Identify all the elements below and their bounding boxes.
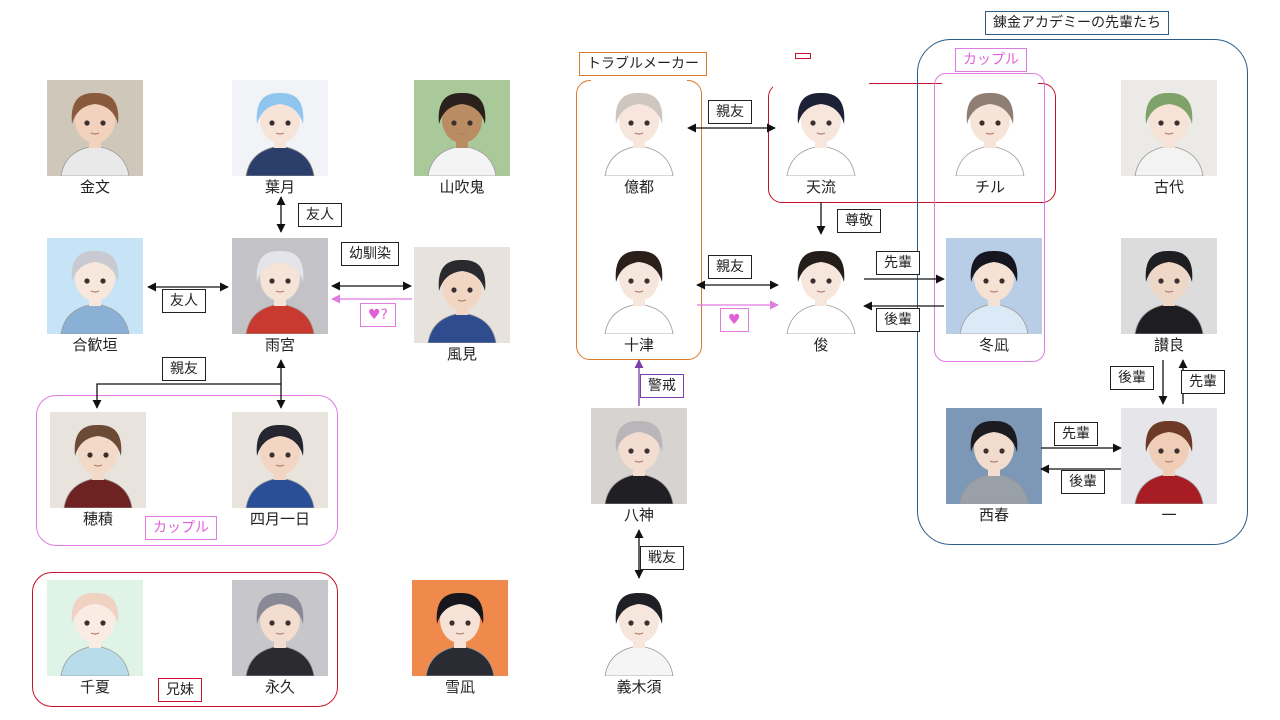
avatar-sanbuki <box>414 80 510 176</box>
relation-label-hajime-sanuki: 先輩 <box>1181 370 1225 394</box>
arrow-branch-hozumi <box>92 383 281 409</box>
relation-label-amamiya-nemugaki: 友人 <box>162 289 206 313</box>
character-name: 八神 <box>623 506 654 524</box>
character-name: 一 <box>1161 506 1177 524</box>
character-yagami[interactable]: 八神 <box>589 408 689 524</box>
group-siblings-tenryu-chiru <box>768 83 1056 203</box>
avatar-nemugaki <box>47 238 143 334</box>
avatar-yagami <box>591 408 687 504</box>
character-sanbuki[interactable]: 山吹鬼 <box>412 80 512 196</box>
group-label-couple-1: カップル <box>145 516 217 540</box>
character-tenryu[interactable]: 天流 <box>771 80 871 196</box>
character-name: 西春 <box>978 506 1009 524</box>
character-name: 穂積 <box>82 510 113 528</box>
character-amamiya[interactable]: 雨宮 <box>230 238 330 354</box>
character-hazuki[interactable]: 葉月 <box>230 80 330 196</box>
group-label-siblings-1: 兄妹 <box>158 678 202 702</box>
character-name: 冬凪 <box>978 336 1009 354</box>
character-nishiharu[interactable]: 西春 <box>944 408 1044 524</box>
character-name: 天流 <box>805 178 836 196</box>
group-label-trouble-maker: トラブルメーカー <box>579 52 707 76</box>
character-name: 合歓垣 <box>72 336 118 354</box>
avatar-towa <box>232 580 328 676</box>
relation-label-yagami-toshizu: 警戒 <box>640 374 684 398</box>
avatar-okuto <box>591 80 687 176</box>
character-name: 古代 <box>1153 178 1184 196</box>
avatar-hozumi <box>50 412 146 508</box>
character-kodai[interactable]: 古代 <box>1119 80 1219 196</box>
character-name: 山吹鬼 <box>439 178 485 196</box>
character-name: 永久 <box>264 678 295 696</box>
group-label-siblings-2 <box>795 53 811 59</box>
group-couple-chiru-fuyunagi <box>934 73 1045 362</box>
character-name: 葉月 <box>264 178 295 196</box>
character-hajime[interactable]: 一 <box>1119 408 1219 524</box>
relation-label-hazuki-amamiya: 友人 <box>298 203 342 227</box>
relation-label-fuyunagi-shun: 後輩 <box>876 308 920 332</box>
character-hozumi[interactable]: 穂積 <box>48 412 148 528</box>
relation-label-tenryu-shun: 尊敬 <box>837 209 881 233</box>
avatar-kazami <box>414 247 510 343</box>
character-name: 俊 <box>813 336 829 354</box>
character-gikisu[interactable]: 義木須 <box>589 580 689 696</box>
character-name: 千夏 <box>79 678 110 696</box>
character-kinbun[interactable]: 金文 <box>45 80 145 196</box>
relation-label-okuto-tenryu: 親友 <box>708 100 752 124</box>
character-name: 風見 <box>446 345 477 363</box>
character-sanuki[interactable]: 讃良 <box>1119 238 1219 354</box>
character-towa[interactable]: 永久 <box>230 580 330 696</box>
avatar-kodai <box>1121 80 1217 176</box>
character-kazami[interactable]: 風見 <box>412 247 512 363</box>
group-couple-hozumi-watanuki <box>36 395 338 546</box>
avatar-shun <box>773 238 869 334</box>
avatar-sanuki <box>1121 238 1217 334</box>
relation-label-nishiharu-hajime: 先輩 <box>1054 422 1098 446</box>
relation-label-yagami-gikisu: 戦友 <box>640 546 684 570</box>
avatar-toshizu <box>591 238 687 334</box>
character-name: 雪凪 <box>444 678 475 696</box>
avatar-tenryu <box>773 80 869 176</box>
group-label-alchemy-academy: 錬金アカデミーの先輩たち <box>985 11 1169 35</box>
relation-label-shun-fuyunagi: 先輩 <box>876 251 920 275</box>
avatar-amamiya <box>232 238 328 334</box>
avatar-chiru <box>942 80 1038 176</box>
character-yukina[interactable]: 雪凪 <box>410 580 510 696</box>
avatar-gikisu <box>591 580 687 676</box>
group-siblings-chinatsu-towa <box>32 572 338 707</box>
avatar-kinbun <box>47 80 143 176</box>
avatar-yukina <box>412 580 508 676</box>
character-name: 億都 <box>623 178 654 196</box>
character-name: チル <box>974 178 1005 196</box>
avatar-hajime <box>1121 408 1217 504</box>
avatar-watanuki <box>232 412 328 508</box>
group-label-couple-2: カップル <box>955 48 1027 72</box>
character-shun[interactable]: 俊 <box>771 238 871 354</box>
relation-label-toshizu-shun-love: ♥ <box>720 308 749 332</box>
character-name: 讃良 <box>1153 336 1184 354</box>
avatar-hazuki <box>232 80 328 176</box>
character-watanuki[interactable]: 四月一日 <box>230 412 330 528</box>
character-nemugaki[interactable]: 合歓垣 <box>45 238 145 354</box>
character-name: 金文 <box>79 178 110 196</box>
relation-label-kazami-amamiya: ♥? <box>360 303 396 327</box>
character-name: 十津 <box>623 336 654 354</box>
character-toshizu[interactable]: 十津 <box>589 238 689 354</box>
character-name: 雨宮 <box>264 336 295 354</box>
avatar-fuyunagi <box>946 238 1042 334</box>
avatar-nishiharu <box>946 408 1042 504</box>
relation-label-hajime-nishiharu: 後輩 <box>1061 470 1105 494</box>
group-alchemy-academy <box>917 39 1248 545</box>
relation-label-amamiya-children: 親友 <box>162 357 206 381</box>
relation-label-sanuki-hajime: 後輩 <box>1110 366 1154 390</box>
character-okuto[interactable]: 億都 <box>589 80 689 196</box>
relation-label-toshizu-shun: 親友 <box>708 255 752 279</box>
character-chiru[interactable]: チル <box>940 80 1040 196</box>
character-name: 四月一日 <box>249 510 310 528</box>
character-fuyunagi[interactable]: 冬凪 <box>944 238 1044 354</box>
character-name: 義木須 <box>616 678 662 696</box>
relation-label-amamiya-kazami: 幼馴染 <box>341 242 399 266</box>
character-chinatsu[interactable]: 千夏 <box>45 580 145 696</box>
avatar-chinatsu <box>47 580 143 676</box>
